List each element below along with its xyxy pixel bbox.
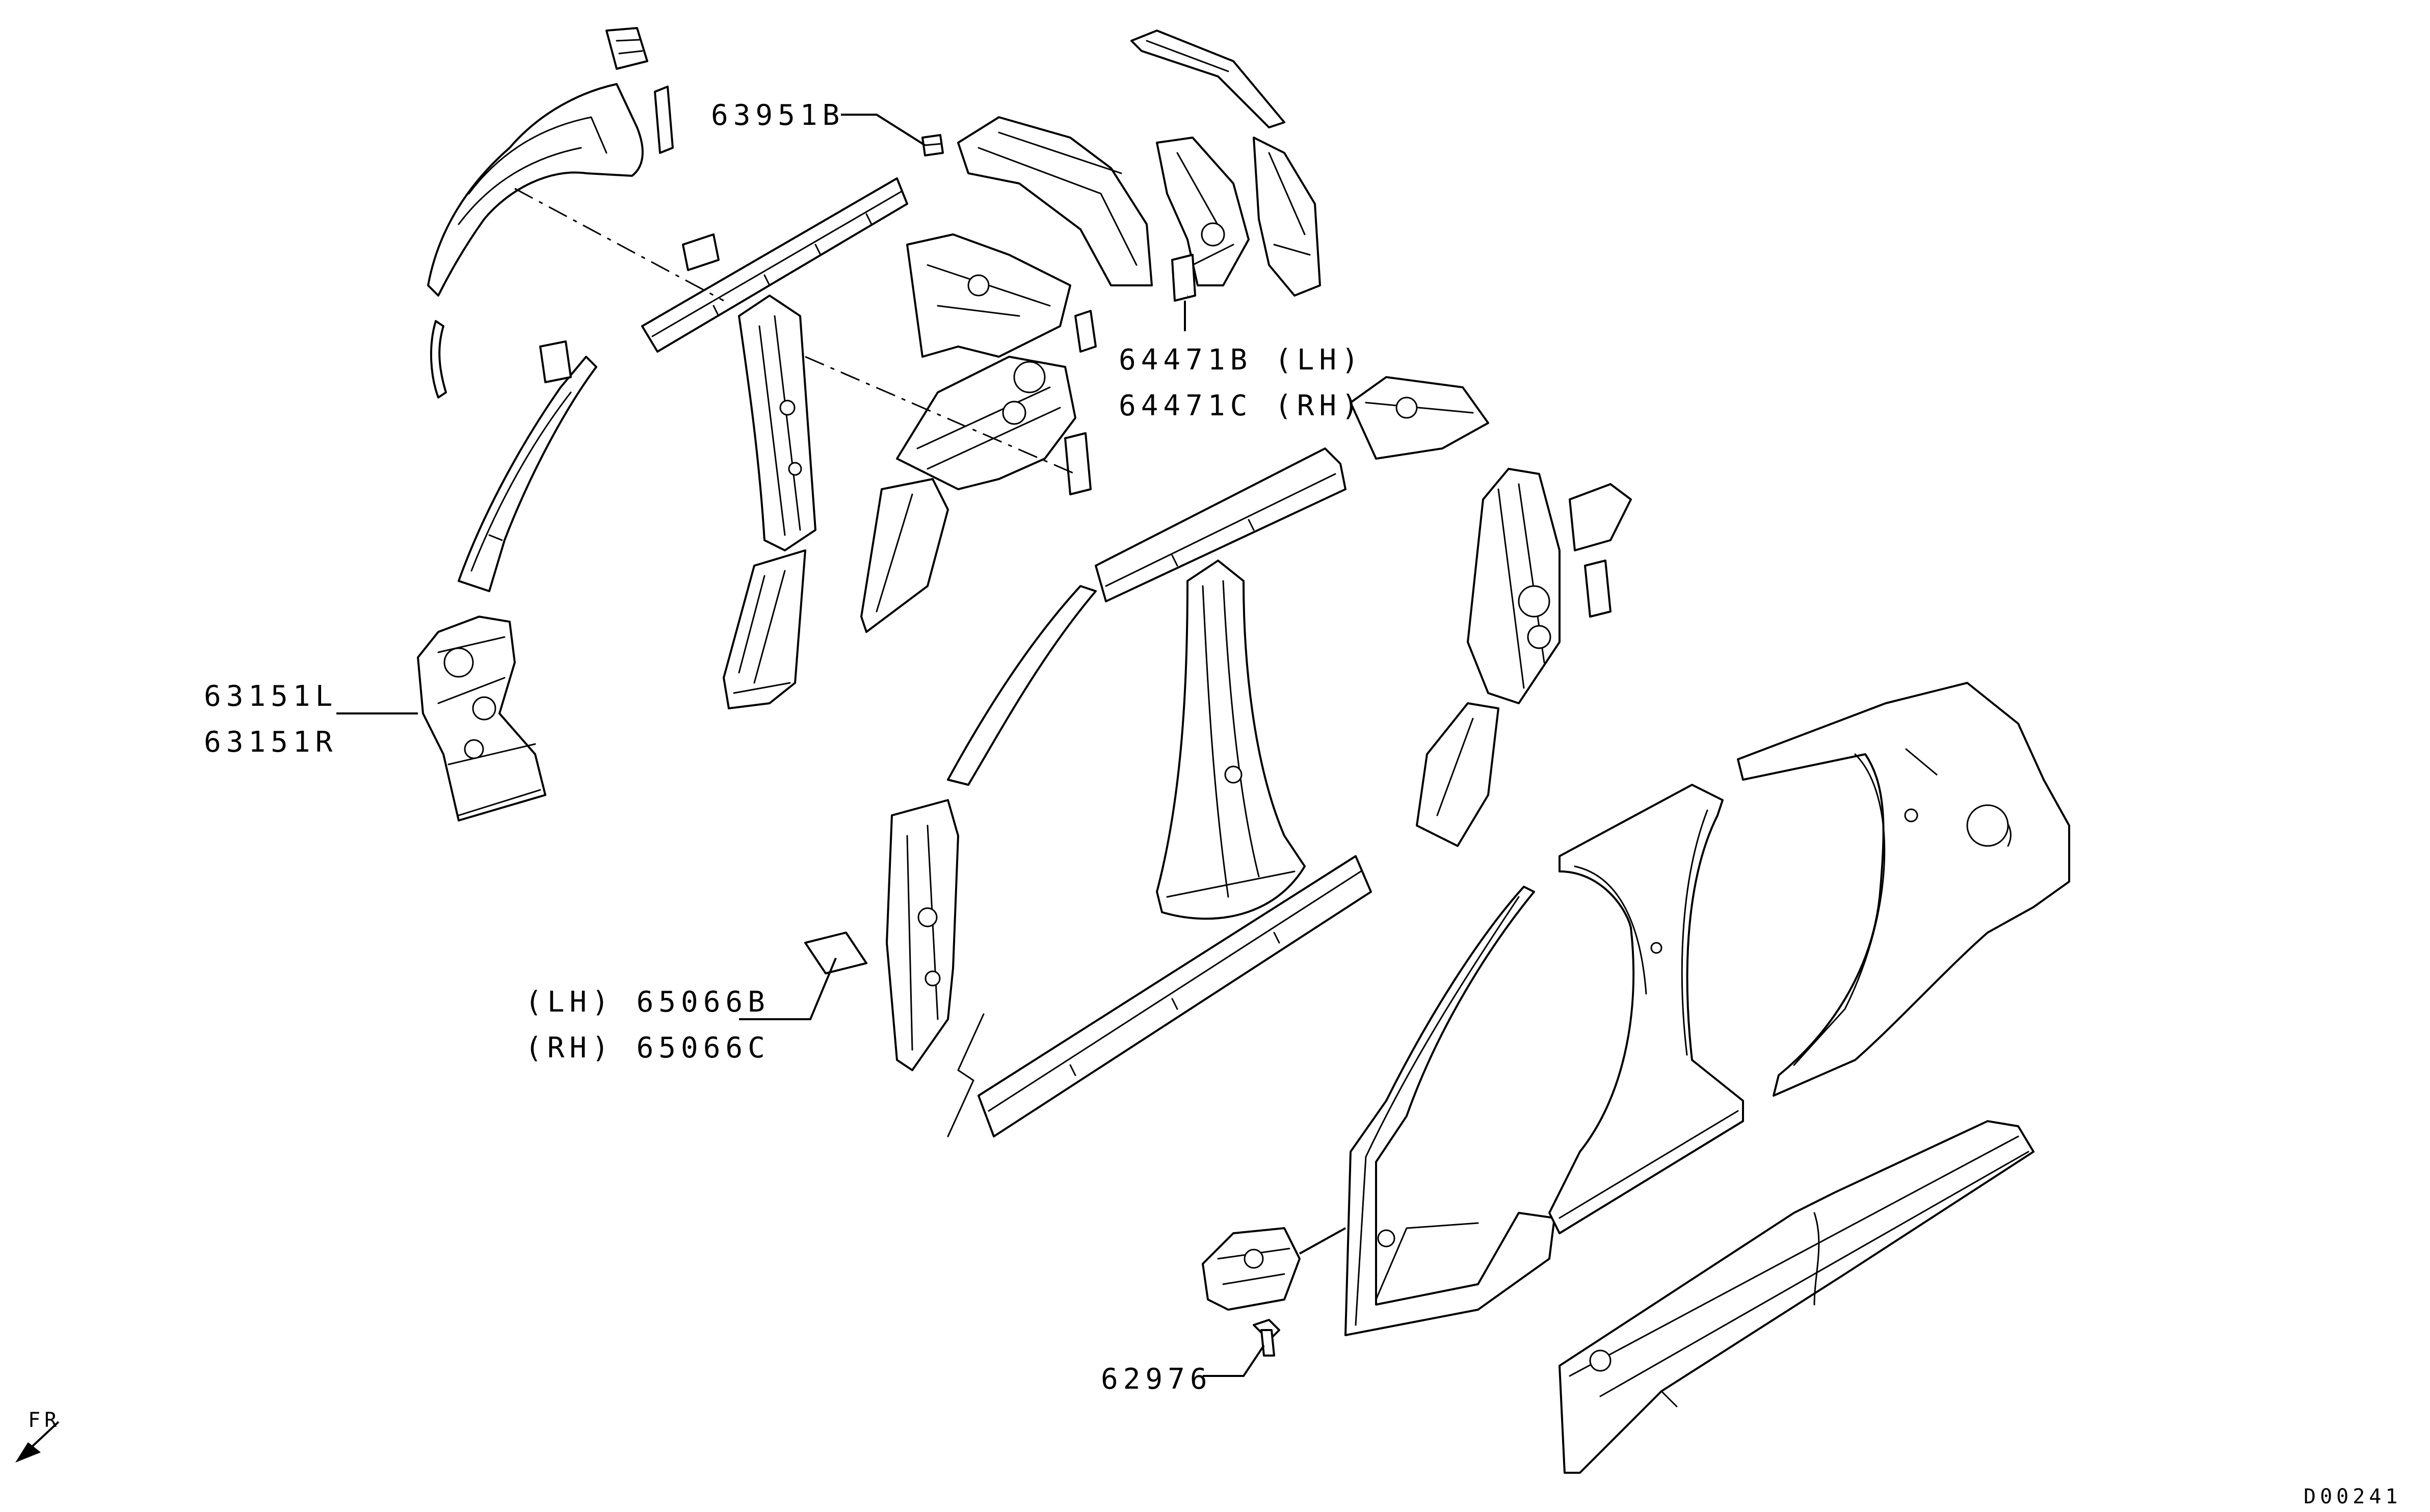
rear-pillar-inner-lh: [1156, 137, 1250, 286]
front-pillar-inner-upper: [458, 356, 597, 592]
wheel-house-bracket-top: [605, 27, 648, 70]
center-pillar-inner-lower: [723, 549, 806, 709]
rear-pillar-outer-lower: [1416, 702, 1499, 847]
break-symbol: [947, 1013, 985, 1137]
front-pillar-lower-bracket: [1202, 1227, 1301, 1311]
leader-62976: [1203, 1344, 1265, 1377]
callout-63151r: 63151R: [204, 726, 337, 759]
callout-64471b: 64471B (LH): [1119, 343, 1364, 377]
callout-65066b: (LH) 65066B: [525, 986, 770, 1019]
callout-63951b: 63951B: [711, 99, 844, 132]
rocker-panel-outer: [1559, 1120, 2035, 1474]
front-pillar-reinforcement: [417, 616, 546, 821]
leader-65066: [739, 958, 837, 1020]
rear-wheel-house-outer: [427, 83, 644, 297]
quarter-inner-upper: [906, 233, 1071, 358]
rear-wheel-house-inner-upper: [957, 116, 1153, 286]
pillar-bracket-small: [539, 340, 572, 383]
leader-front-pillar-bracket: [1299, 1227, 1346, 1255]
alignment-line-1: [514, 188, 724, 302]
rear-pillar-inner-rh: [1253, 137, 1321, 297]
front-pillar-outer-lower: [886, 799, 959, 1071]
sill-inner: [978, 855, 1372, 1137]
callout-65066c: (RH) 65066C: [525, 1031, 770, 1065]
bracket-64471: [1171, 254, 1196, 302]
center-pillar-inner: [738, 295, 816, 551]
roof-rail-bracket: [682, 233, 720, 271]
clip-63951b: [921, 134, 944, 156]
front-roof-rail-outer: [947, 585, 1097, 786]
callout-62976: 62976: [1101, 1363, 1212, 1396]
alignment-line-2: [805, 356, 1076, 475]
diagram-code: D00241: [2304, 1485, 2402, 1508]
rear-pillar-outer-bracket: [1350, 376, 1489, 460]
quarter-panel-outer: [1737, 682, 2070, 1097]
front-pillar-outer: [1344, 886, 1555, 1336]
quarter-inner-lower: [896, 356, 1076, 490]
callout-64471c: 64471C (RH): [1119, 389, 1364, 422]
roof-rail-outer: [1095, 447, 1346, 602]
roof-side-rail-inner: [641, 177, 908, 353]
front-label: FR: [28, 1409, 61, 1432]
rear-pillar-side-bracket: [1569, 483, 1632, 618]
rear-pillar-outer-upper: [1467, 468, 1561, 704]
bolt-62976: [1253, 1319, 1280, 1357]
callout-63151l: 63151L: [204, 680, 337, 713]
wheel-house-strip: [430, 320, 447, 399]
rear-pillar-bracket-top: [1130, 30, 1285, 128]
wheel-house-bracket-small: [654, 86, 674, 154]
quarter-gusset: [1074, 310, 1097, 353]
front-direction-arrow-icon: [15, 1421, 60, 1463]
center-pillar-outer: [1548, 784, 1744, 1234]
bracket-65066: [804, 932, 867, 974]
quarter-inner-bracket: [1064, 432, 1092, 495]
center-pillar-outer-reinforcement: [1156, 560, 1306, 920]
leader-63951b: [841, 114, 926, 146]
quarter-inner-extension: [860, 478, 949, 633]
